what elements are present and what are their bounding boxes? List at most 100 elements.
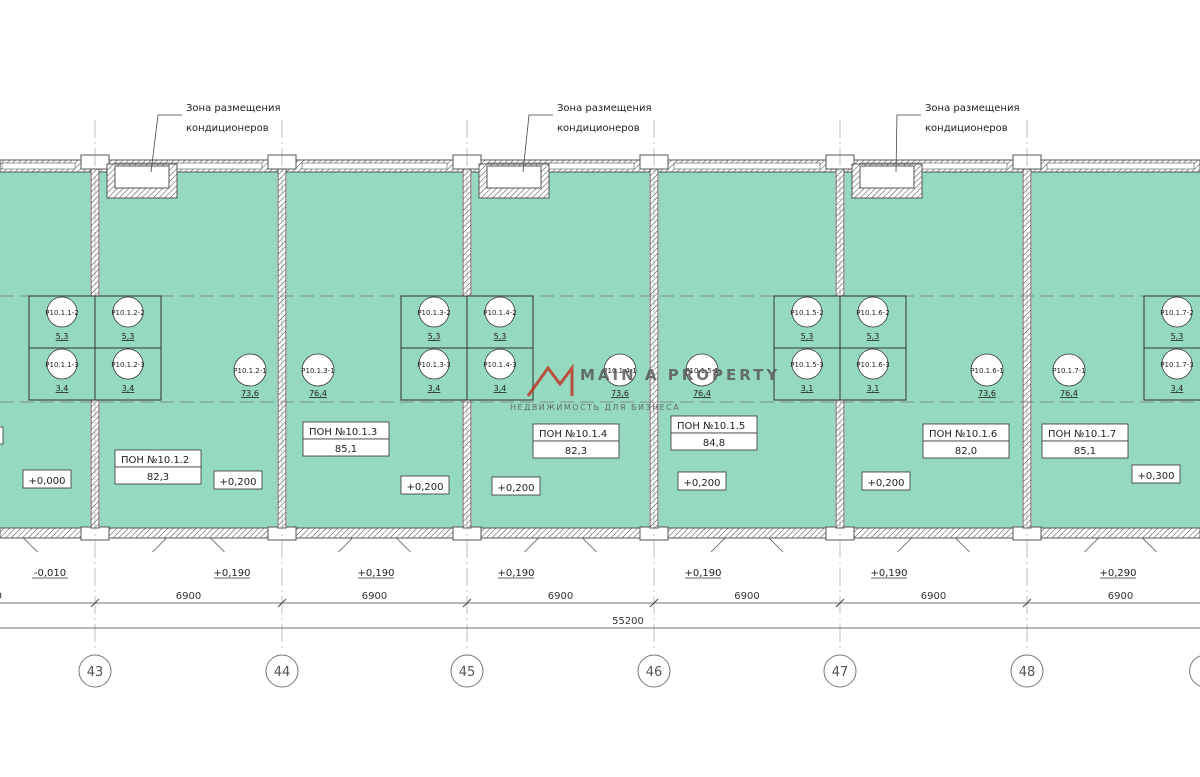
room-code: P10.1.5-2 xyxy=(790,309,823,317)
floor-level-box xyxy=(22,469,72,489)
span-dimension: 6900 xyxy=(548,591,573,602)
span-dimension: 6900 xyxy=(362,591,387,602)
room-area: 5,3 xyxy=(494,332,507,341)
dimensions-layer: 690069006900690069006900690055200 xyxy=(0,591,1200,629)
room-code: P10.1.6-3 xyxy=(856,361,889,369)
exterior-level: +0,190 xyxy=(213,568,250,579)
room-area: 3,4 xyxy=(494,384,507,393)
span-dimension: 6900 xyxy=(0,591,2,602)
main-room-area: 76,4 xyxy=(1060,389,1078,398)
span-dimension: 6900 xyxy=(734,591,759,602)
axis-bubble xyxy=(1010,654,1044,688)
room-tag xyxy=(484,348,516,380)
exterior-level: +0,190 xyxy=(497,568,534,579)
unit-area-box xyxy=(532,440,620,459)
leader-line xyxy=(522,114,553,173)
main-room-area: 76,4 xyxy=(693,389,711,398)
floor-level-box xyxy=(861,471,911,491)
dim-tick xyxy=(649,598,659,608)
floor-level: +0,200 xyxy=(219,477,256,488)
axis-bubble-partial xyxy=(1189,655,1200,687)
zone-note-line2: кондиционеров xyxy=(925,123,1008,134)
watermark-line1: MAIN A PROPERTY xyxy=(580,366,780,384)
bottom-wall xyxy=(0,527,1200,539)
dim-tick xyxy=(835,598,845,608)
room-tag xyxy=(791,348,823,380)
axis-bubble xyxy=(823,654,857,688)
room-area: 3,4 xyxy=(1171,384,1184,393)
window xyxy=(301,162,448,170)
room-code: P10.1.4-2 xyxy=(483,309,516,317)
exterior-level: +0,190 xyxy=(357,568,394,579)
room-code: P10.1.1-2 xyxy=(45,309,78,317)
room-tag xyxy=(112,296,144,328)
unit-name: ПОН №10.1.3 xyxy=(309,427,377,438)
room-area: 5,3 xyxy=(867,332,880,341)
main-room-code: P10.1.2-1 xyxy=(233,367,266,375)
floor-level-box xyxy=(400,475,450,495)
total-dimension: 55200 xyxy=(612,616,644,627)
leader-line xyxy=(150,114,182,173)
unit-area-box xyxy=(922,440,1010,459)
main-room-tag xyxy=(685,353,719,387)
unit-name-box xyxy=(0,426,4,445)
main-room-tag xyxy=(970,353,1004,387)
floor-level-box xyxy=(1131,464,1181,484)
room-code: P10.1.1-3 xyxy=(45,361,78,369)
room-area: 3,4 xyxy=(428,384,441,393)
dim-tick xyxy=(277,598,287,608)
logo-mark xyxy=(526,363,574,397)
room-area: 5,3 xyxy=(428,332,441,341)
room-code: P10.1.3-3 xyxy=(417,361,450,369)
main-room-area: 76,4 xyxy=(309,389,327,398)
door-swing xyxy=(710,537,784,553)
exterior-level: +0,190 xyxy=(870,568,907,579)
axis-label: 43 xyxy=(87,665,104,680)
main-room-code: P10.1.5-1 xyxy=(685,367,718,375)
window xyxy=(673,162,821,170)
unit-area-box xyxy=(302,438,390,457)
zone-note-line1: Зона размещения xyxy=(925,103,1020,114)
main-room-code: P10.1.3-1 xyxy=(301,367,334,375)
floor-level-box xyxy=(213,470,263,490)
room-area: 3,1 xyxy=(801,384,814,393)
room-area: 5,3 xyxy=(122,332,135,341)
unit-name: ПОН №10.1.2 xyxy=(121,455,189,466)
main-room-tag xyxy=(233,353,267,387)
axis-label: 48 xyxy=(1019,665,1036,680)
room-tag xyxy=(857,348,889,380)
room-code: P10.1.4-3 xyxy=(483,361,516,369)
floor-level: +0,200 xyxy=(497,483,534,494)
main-room-area: 73,6 xyxy=(978,389,996,398)
room-area: 3,4 xyxy=(122,384,135,393)
floor-level: +0,200 xyxy=(406,482,443,493)
unit-area-box xyxy=(670,432,758,451)
watermark-line2: НЕДВИЖИМОСТЬ ДЛЯ БИЗНЕСА xyxy=(510,403,680,412)
door-swing xyxy=(152,537,225,553)
unit-area: 82,0 xyxy=(955,446,977,457)
dim-tick xyxy=(90,598,100,608)
axis-label: 47 xyxy=(832,665,849,680)
door-swing xyxy=(338,537,411,553)
room-tag xyxy=(418,296,450,328)
watermark: MAIN A PROPERTY НЕДВИЖИМОСТЬ ДЛЯ БИЗНЕСА xyxy=(510,363,780,412)
room-code: P10.1.2-3 xyxy=(111,361,144,369)
axis-bubble xyxy=(265,654,299,688)
floor-level: +0,300 xyxy=(1137,471,1174,482)
room-code: P10.1.7-2 xyxy=(1160,309,1193,317)
room-code: P10.1.2-2 xyxy=(111,309,144,317)
unit-name: ПОН №10.1.4 xyxy=(539,429,607,440)
unit-name: ПОН №10.1.5 xyxy=(677,421,745,432)
axis-bubble xyxy=(637,654,671,688)
room-tag xyxy=(484,296,516,328)
axis-label: 46 xyxy=(646,665,663,680)
room-tag xyxy=(46,296,78,328)
window xyxy=(1,162,76,170)
main-room-tag xyxy=(1052,353,1086,387)
room-code: P10.1.3-2 xyxy=(417,309,450,317)
main-room-area: 73,6 xyxy=(611,389,629,398)
